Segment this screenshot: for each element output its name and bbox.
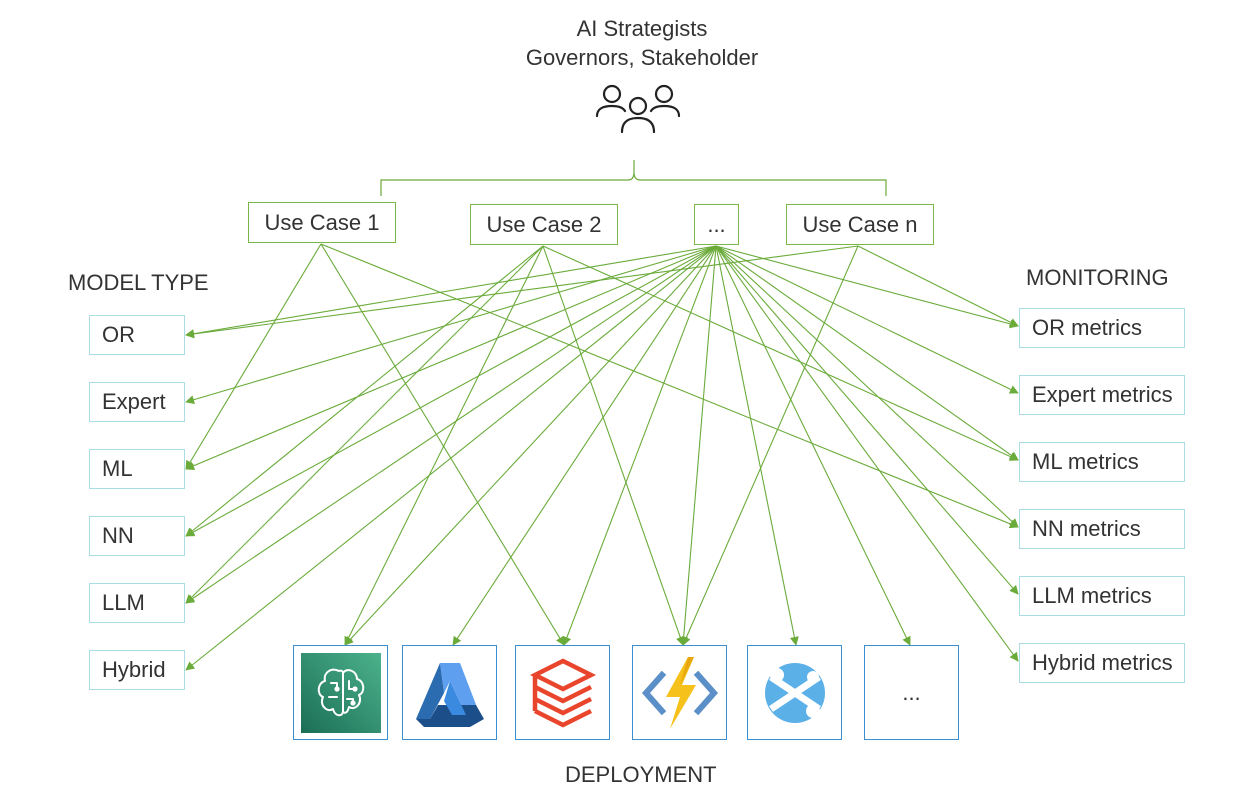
connector-un-26 [185,245,859,339]
databricks-layers-icon [529,657,596,728]
connector-ue-23 [679,245,717,646]
connector-ue-16 [715,245,1019,461]
monitoring-or-metrics[interactable]: OR metrics [1019,308,1185,348]
monitoring-hybrid-metrics[interactable]: Hybrid metrics [1019,643,1185,683]
use-case-n[interactable]: Use Case n [786,204,934,245]
monitoring-llm-metrics[interactable]: LLM metrics [1019,576,1185,616]
use-case-2[interactable]: Use Case 2 [470,204,618,245]
use-case-ellipsis[interactable]: ... [694,204,739,245]
people-group-icon [595,84,681,134]
deploy-ellipsis[interactable]: ... [864,645,959,740]
model-expert[interactable]: Expert [89,382,185,422]
monitoring-nn-metrics[interactable]: NN metrics [1019,509,1185,549]
model-llm[interactable]: LLM [89,583,185,623]
connector-ue-18 [715,245,1019,595]
sagemaker-brain-icon [300,652,381,733]
model-hybrid[interactable]: Hybrid [89,650,185,690]
monitoring-ml-metrics[interactable]: ML metrics [1019,442,1185,482]
model-nn[interactable]: NN [89,516,185,556]
connector-ue-9 [185,245,717,405]
deployment-title: DEPLOYMENT [565,762,717,787]
connector-u2-5 [344,245,544,646]
connector-ue-11 [185,245,717,537]
use-case-1[interactable]: Use Case 1 [248,202,396,243]
model-ml[interactable]: ML [89,449,185,489]
connector-ue-22 [562,245,717,646]
connector-u2-6 [542,245,685,646]
monitoring-title: MONITORING [1026,265,1169,290]
connector-un-27 [682,245,859,646]
deploy-azure-functions[interactable] [632,645,727,740]
deploy-databricks[interactable] [515,645,610,740]
connector-un-28 [857,245,1019,327]
azure-functions-icon [641,656,718,729]
model-or[interactable]: OR [89,315,185,355]
connector-u1-0 [185,243,322,470]
connector-ue-8 [185,245,717,339]
deploy-azure-ml[interactable] [402,645,497,740]
stakeholder-bracket [380,160,887,196]
header-line-2: Governors, Stakeholder [525,45,759,70]
connector-ue-14 [715,245,1019,329]
model-type-title: MODEL TYPE [68,270,209,295]
azure-ml-flask-icon [415,662,484,727]
connector-u1-1 [320,243,565,646]
monitoring-expert-metrics[interactable]: Expert metrics [1019,375,1185,415]
connector-u2-7 [542,245,1019,461]
deploy-sagemaker[interactable] [293,645,388,740]
connector-ue-10 [185,245,717,471]
connector-ue-17 [715,245,1019,528]
deploy-azure-app-service[interactable] [747,645,842,740]
connector-ue-24 [715,245,799,646]
connector-u2-4 [185,245,544,604]
connector-u1-2 [320,243,1019,529]
connector-ue-21 [452,245,717,646]
connector-ue-25 [715,245,911,646]
connector-ue-12 [185,245,717,604]
header-line-1: AI Strategists [576,16,708,41]
connector-u2-3 [185,245,544,537]
connector-ue-20 [344,245,717,646]
connector-ue-15 [715,245,1019,394]
connector-ue-19 [715,245,1019,662]
azure-service-icon [764,662,825,723]
connector-ue-13 [185,245,717,671]
